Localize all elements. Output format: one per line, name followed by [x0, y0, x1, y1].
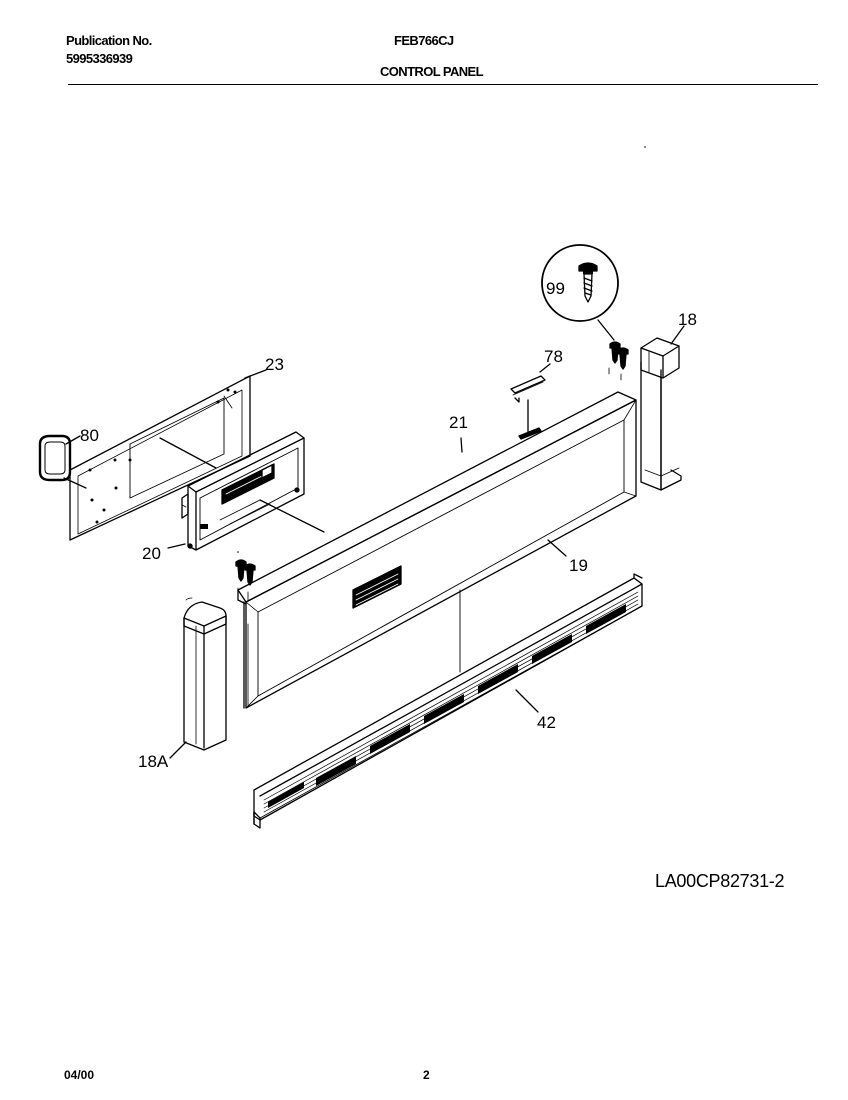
part-78-clip [510, 363, 551, 440]
callout-18: 18 [678, 310, 697, 329]
left-screws [235, 551, 256, 601]
callout-80: 80 [80, 426, 99, 445]
callout-19: 19 [569, 556, 588, 575]
callout-99: 99 [546, 279, 565, 298]
part-23-circuit-board [69, 369, 267, 541]
part-18-right-end-cap [640, 325, 685, 491]
publication-number: 5995336939 [66, 51, 133, 66]
footer-page-number: 2 [423, 1068, 430, 1082]
part-21-control-panel [237, 391, 637, 709]
callout-78: 78 [544, 347, 563, 366]
section-title: CONTROL PANEL [380, 64, 484, 79]
model-number: FEB766CJ [394, 33, 454, 48]
header-rule [68, 84, 818, 85]
part-20-control-module [167, 431, 325, 551]
part-42-vent-trim [253, 573, 643, 829]
part-80-bracket [38, 434, 87, 489]
footer-date: 04/00 [64, 1068, 95, 1082]
callout-21: 21 [449, 413, 468, 432]
right-screws [608, 341, 629, 381]
callout-42: 42 [537, 713, 556, 732]
callout-18a: 18A [138, 752, 169, 771]
callout-23: 23 [265, 355, 284, 374]
part-18a-left-end-cap [169, 597, 227, 759]
callout-20: 20 [142, 544, 161, 563]
part-99-screw-detail [541, 244, 619, 341]
publication-label: Publication No. [66, 33, 152, 48]
drawing-id: LA00CP82731-2 [655, 871, 785, 891]
